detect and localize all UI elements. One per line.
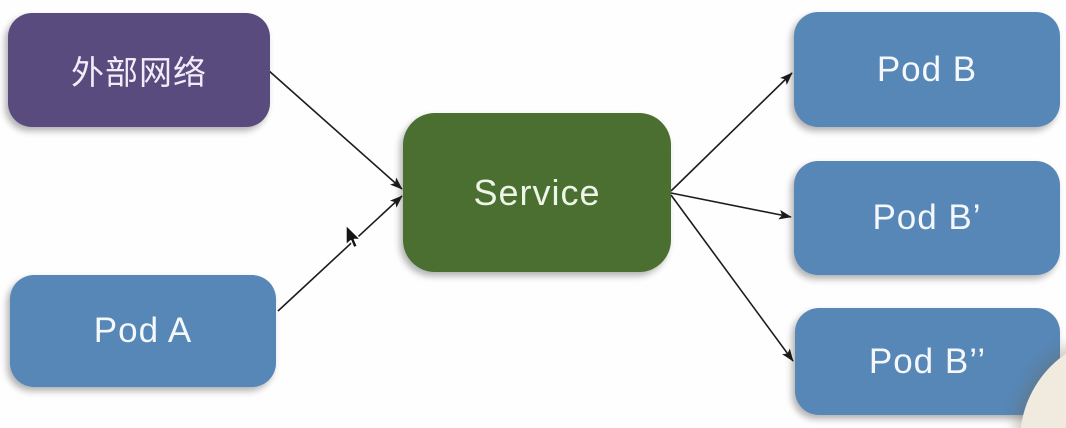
edge-service-to-pod-b-double-prime (670, 194, 794, 362)
node-label-pod-b: Pod B (876, 49, 978, 89)
node-pod-b-prime: Pod B’ (794, 161, 1060, 275)
node-external-network: 外部网络 (8, 13, 270, 127)
node-service: Service (403, 113, 671, 272)
edge-pod-a-to-service (277, 195, 403, 312)
node-pod-a: Pod A (10, 275, 276, 387)
node-pod-b: Pod B (794, 12, 1060, 127)
node-label-service: Service (473, 171, 601, 213)
node-pod-b-double-prime: Pod B’’ (795, 308, 1060, 415)
node-label-pod-b-double-prime: Pod B’’ (868, 341, 987, 381)
edge-external-network-to-service (267, 69, 403, 190)
node-label-pod-b-prime: Pod B’ (872, 198, 982, 237)
edge-service-to-pod-b-prime (670, 192, 792, 220)
node-label-pod-a: Pod A (93, 311, 193, 350)
node-label-external-network: 外部网络 (71, 54, 207, 91)
edge-service-to-pod-b (670, 72, 793, 192)
mouse-cursor-icon (345, 224, 362, 249)
